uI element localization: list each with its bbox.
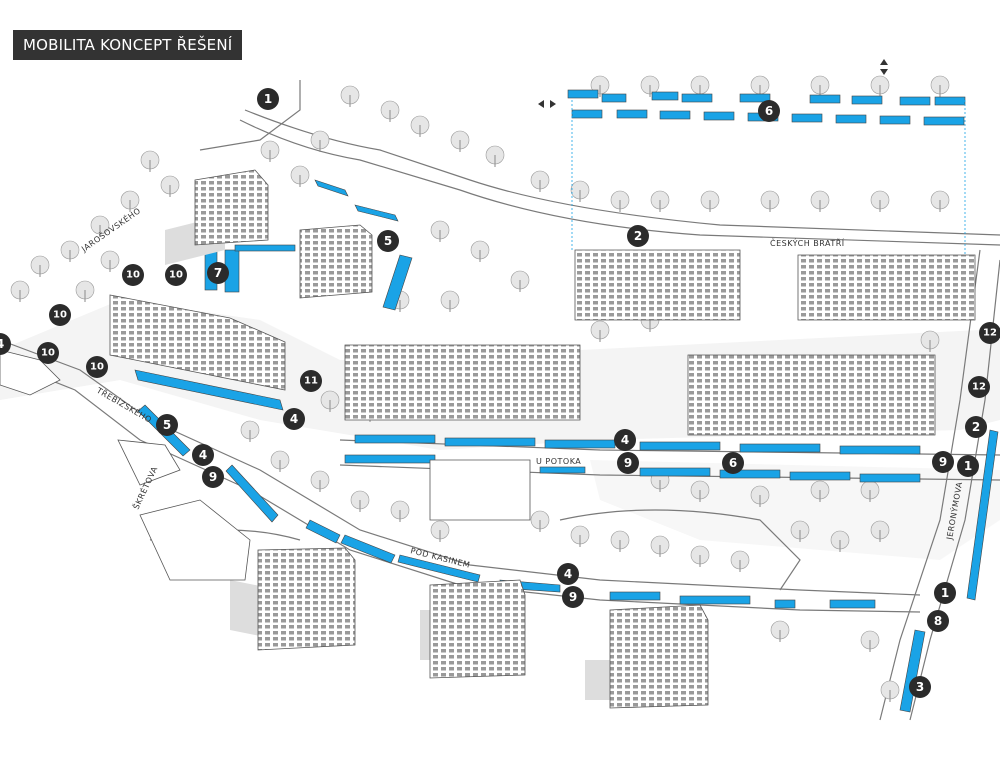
svg-text:1: 1 [941, 586, 949, 600]
svg-text:10: 10 [169, 270, 183, 281]
map-marker[interactable]: 10 [86, 356, 108, 378]
svg-text:4: 4 [199, 448, 207, 462]
map-marker[interactable]: 12 [979, 322, 1000, 344]
map-marker[interactable]: 1 [957, 455, 979, 477]
map-marker[interactable]: 1 [257, 88, 279, 110]
svg-text:8: 8 [934, 614, 942, 628]
map-marker[interactable]: 5 [156, 414, 178, 436]
svg-text:3: 3 [916, 680, 924, 694]
map-marker[interactable]: 4 [192, 444, 214, 466]
double-arrow-vertical-icon [880, 59, 888, 75]
map-marker[interactable]: 6 [722, 452, 744, 474]
map-marker[interactable]: 1 [934, 582, 956, 604]
svg-text:10: 10 [126, 270, 140, 281]
map-marker[interactable]: 4 [283, 408, 305, 430]
map-marker[interactable]: 9 [932, 451, 954, 473]
svg-text:4: 4 [621, 433, 629, 447]
svg-text:4: 4 [0, 337, 4, 351]
svg-text:9: 9 [939, 455, 947, 469]
svg-text:9: 9 [569, 590, 577, 604]
map-marker[interactable]: 9 [562, 586, 584, 608]
svg-text:6: 6 [729, 456, 737, 470]
svg-text:2: 2 [634, 229, 642, 243]
map-marker[interactable]: 12 [968, 376, 990, 398]
svg-text:12: 12 [972, 382, 986, 393]
street-label-u-potoka: U POTOKA [536, 457, 581, 466]
svg-text:10: 10 [90, 362, 104, 373]
map-marker[interactable]: 9 [617, 452, 639, 474]
map-marker[interactable]: 9 [202, 466, 224, 488]
svg-text:5: 5 [163, 418, 171, 432]
svg-text:6: 6 [765, 104, 773, 118]
map-marker[interactable]: 10 [122, 264, 144, 286]
map-marker[interactable]: 10 [165, 264, 187, 286]
street-label-trebizskeho: TŘEBÍZSKÉHO [94, 384, 154, 425]
svg-text:9: 9 [624, 456, 632, 470]
svg-text:1: 1 [964, 459, 972, 473]
double-arrow-horizontal-icon [538, 100, 556, 108]
svg-text:11: 11 [304, 376, 318, 387]
map-marker[interactable]: 10 [49, 304, 71, 326]
map-marker[interactable]: 2 [627, 225, 649, 247]
parking-frame [571, 100, 966, 260]
svg-text:1: 1 [264, 92, 272, 106]
svg-text:7: 7 [214, 266, 222, 280]
page-title: MOBILITA KONCEPT ŘEŠENÍ [13, 30, 243, 60]
svg-text:9: 9 [209, 470, 217, 484]
map-marker[interactable]: 2 [965, 416, 987, 438]
map-marker[interactable]: 8 [927, 610, 949, 632]
buildings [0, 169, 976, 709]
map-marker[interactable]: 4 [614, 429, 636, 451]
svg-text:5: 5 [384, 234, 392, 248]
map-marker[interactable]: 5 [377, 230, 399, 252]
map-marker[interactable]: 6 [758, 100, 780, 122]
map-marker[interactable]: 10 [37, 342, 59, 364]
map-marker[interactable]: 3 [909, 676, 931, 698]
map-markers: 1 2 5 7 10 10 10 10 10 4 4 11 4 5 4 9 6 … [0, 88, 1000, 698]
street-label-jaroslava: JAROŠOVSKÉHO [78, 205, 142, 255]
map-marker[interactable]: 4 [0, 333, 11, 355]
svg-text:10: 10 [53, 310, 67, 321]
map-marker[interactable]: 11 [300, 370, 322, 392]
map-marker[interactable]: 4 [557, 563, 579, 585]
svg-text:12: 12 [983, 328, 997, 339]
street-label-ceskych-bratri: ČESKÝCH BRATŘÍ [770, 237, 845, 248]
svg-text:10: 10 [41, 348, 55, 359]
svg-text:2: 2 [972, 420, 980, 434]
svg-text:4: 4 [290, 412, 298, 426]
map-marker[interactable]: 7 [207, 262, 229, 284]
svg-text:4: 4 [564, 567, 572, 581]
